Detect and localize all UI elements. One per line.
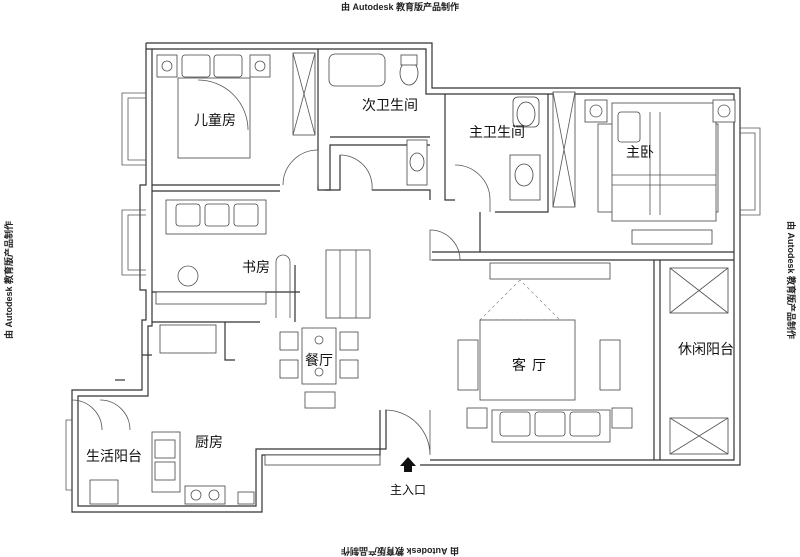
- master-bed: [584, 99, 736, 245]
- entrance-label: 主入口: [390, 483, 426, 497]
- watermark-right: 由 Autodesk 教育版产品制作: [786, 221, 797, 339]
- room-label-second-bath: 次卫生间: [362, 98, 418, 114]
- room-label-leisure-balcony: 休闲阳台: [678, 342, 734, 358]
- interior-walls: [115, 49, 734, 460]
- watermark-top: 由 Autodesk 教育版产品制作: [341, 1, 459, 12]
- second-bath-fixtures: [328, 53, 428, 186]
- room-label-utility-balcony: 生活阳台: [86, 449, 142, 465]
- leisure-balcony-fixtures: [669, 267, 729, 455]
- room-label-master-bedroom: 主卧: [626, 145, 654, 161]
- dining-table: [279, 327, 359, 409]
- arrow-up-icon: [400, 457, 416, 472]
- study-furniture: [155, 199, 371, 319]
- room-label-study: 书房: [242, 260, 270, 276]
- living-room-furniture: [457, 262, 633, 443]
- kitchen-fixtures: [89, 324, 381, 505]
- doors: [71, 149, 491, 456]
- watermark-left: 由 Autodesk 教育版产品制作: [3, 221, 14, 339]
- room-label-kids-room: 儿童房: [194, 112, 236, 129]
- room-label-kitchen: 厨房: [195, 435, 223, 451]
- room-label-master-bath: 主卫生间: [469, 125, 525, 141]
- watermark-bottom: 由 Autodesk 教育版产品制作: [341, 546, 459, 557]
- kids-bed: [156, 54, 271, 159]
- room-label-living: 客厅: [512, 357, 552, 374]
- master-bath-fixtures: [509, 96, 541, 201]
- room-label-dining: 餐厅: [305, 353, 333, 369]
